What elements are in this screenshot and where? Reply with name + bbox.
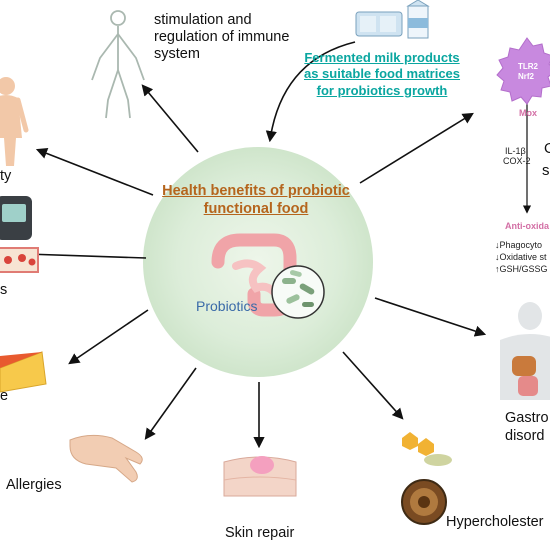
immune-label: stimulation and regulation of immune sys… bbox=[154, 12, 290, 63]
diabetes-label: s bbox=[0, 282, 8, 298]
cheese-label: e bbox=[0, 388, 9, 404]
arrow-to-obesity bbox=[35, 148, 154, 196]
anti-oxidant-label: Anti-oxida bbox=[505, 221, 549, 231]
cox2-label: COX-2 bbox=[503, 156, 531, 166]
arrow-to-mox bbox=[359, 112, 474, 184]
glucometer-icon bbox=[0, 196, 39, 273]
arrows bbox=[23, 41, 487, 449]
macrophage-icon bbox=[496, 37, 550, 105]
hypercholesterolemia-label: Hypercholester bbox=[446, 514, 544, 530]
effect-oxidative-stress: ↓Oxidative st bbox=[495, 252, 547, 262]
effect-gsh-gssg: ↑GSH/GSSG bbox=[495, 264, 548, 274]
mox-label: Mox bbox=[519, 108, 537, 118]
s-fragment: s bbox=[542, 162, 550, 179]
digestive-body-icon bbox=[500, 302, 550, 400]
fermented-label: Fermented milk products as suitable food… bbox=[303, 50, 461, 98]
bacteria-icon bbox=[271, 265, 325, 319]
arrow-from-fermented bbox=[265, 41, 356, 143]
il1b-label: IL-1β bbox=[505, 146, 526, 156]
cheese-icon bbox=[0, 351, 47, 393]
tlr2-label: TLR2 bbox=[518, 62, 538, 71]
gastro-label-line1: Gastro bbox=[505, 410, 549, 426]
allergies-label: Allergies bbox=[6, 477, 62, 493]
probiotics-label: Probiotics bbox=[196, 298, 258, 314]
effect-phagocytosis: ↓Phagocyto bbox=[495, 240, 543, 250]
hand-icon bbox=[69, 434, 143, 483]
gastro-label-line2: disord bbox=[505, 428, 545, 444]
skin-layer-icon bbox=[223, 456, 297, 497]
c-fragment: O bbox=[544, 140, 550, 157]
arrow-to-diabetes bbox=[23, 248, 147, 260]
person-icon bbox=[0, 77, 29, 166]
milk-cartons-icon bbox=[355, 0, 430, 39]
arrow-to-allergies bbox=[144, 367, 197, 440]
center-title: Health benefits of probiotic functional … bbox=[162, 183, 350, 218]
arrow-to-gastro bbox=[374, 297, 487, 337]
arrow-to-cheese bbox=[68, 309, 149, 365]
skin-repair-label: Skin repair bbox=[225, 525, 295, 541]
arrow-to-hyperchol bbox=[342, 351, 404, 420]
obesity-label: ty bbox=[0, 168, 12, 184]
arrow-to-immune bbox=[141, 84, 199, 153]
cholesterol-vessel-icon bbox=[401, 432, 452, 525]
nrf2-label: Nrf2 bbox=[518, 72, 535, 81]
skeleton-body-icon bbox=[91, 10, 145, 119]
